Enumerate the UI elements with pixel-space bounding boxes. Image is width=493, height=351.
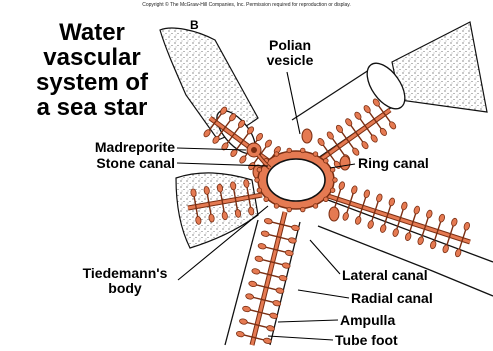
title-line: Water bbox=[3, 20, 181, 45]
ampulla bbox=[454, 248, 461, 257]
leader-lateral-canal bbox=[310, 240, 340, 274]
ampulla bbox=[266, 325, 275, 332]
lateral-canal bbox=[348, 140, 354, 149]
ampulla bbox=[264, 218, 273, 225]
label-ring-canal: Ring canal bbox=[358, 156, 429, 171]
diagram-title: Water vascular system of a sea star bbox=[3, 20, 181, 120]
tiedemanns-body-knob bbox=[287, 207, 292, 212]
lateral-canal bbox=[369, 112, 375, 121]
ampulla bbox=[242, 306, 251, 313]
ampulla bbox=[275, 287, 284, 294]
leader-polian-vesicle bbox=[287, 72, 300, 134]
tiedemanns-body-knob bbox=[264, 197, 269, 202]
label-ampulla: Ampulla bbox=[340, 313, 395, 328]
ampulla bbox=[279, 275, 288, 282]
ampulla bbox=[239, 318, 248, 325]
ampulla bbox=[261, 230, 270, 237]
leader-ampulla bbox=[278, 320, 338, 322]
ampulla bbox=[429, 240, 436, 249]
ampulla bbox=[426, 209, 433, 218]
ampulla bbox=[463, 222, 470, 231]
panel-letter: B bbox=[190, 18, 199, 32]
tiedemanns-body-knob bbox=[313, 152, 318, 157]
label-polian-vesicle: Polian vesicle bbox=[250, 38, 330, 68]
ampulla bbox=[379, 224, 386, 233]
tiedemanns-body-knob bbox=[333, 178, 338, 183]
ampulla bbox=[404, 232, 411, 241]
ampulla bbox=[417, 236, 424, 245]
lateral-canal bbox=[366, 127, 372, 136]
ampulla bbox=[354, 216, 361, 225]
lateral-canal bbox=[384, 114, 390, 123]
ampulla bbox=[367, 220, 374, 229]
ampulla bbox=[282, 262, 291, 269]
ampulla bbox=[236, 331, 245, 338]
tiedemanns-body-knob bbox=[255, 178, 260, 183]
ampulla bbox=[272, 300, 281, 307]
tiedemanns-body-knob bbox=[274, 204, 279, 209]
label-radial-canal: Radial canal bbox=[351, 291, 433, 306]
tiedemanns-body-knob bbox=[330, 188, 335, 193]
tiedemanns-body-knob bbox=[287, 148, 292, 153]
title-line: a sea star bbox=[3, 95, 181, 120]
ampulla bbox=[269, 312, 278, 319]
tiedemanns-body-knob bbox=[313, 204, 318, 209]
lateral-canal bbox=[341, 131, 347, 140]
ampulla bbox=[251, 268, 260, 275]
ampulla bbox=[438, 214, 445, 223]
ampulla bbox=[248, 280, 257, 287]
label-tiedemanns-body: Tiedemann's body bbox=[75, 266, 175, 296]
lateral-canal bbox=[338, 147, 344, 156]
ampulla bbox=[254, 255, 263, 262]
ampulla bbox=[392, 228, 399, 237]
lateral-canal bbox=[350, 125, 356, 134]
label-tube-foot: Tube foot bbox=[335, 333, 398, 348]
copyright-notice: Copyright © The McGraw-Hill Companies, I… bbox=[0, 2, 493, 8]
ampulla bbox=[342, 212, 349, 221]
ampulla bbox=[442, 244, 449, 253]
tiedemanns-body-knob bbox=[257, 167, 262, 172]
lateral-canal bbox=[329, 153, 335, 162]
arm-upper-right bbox=[392, 22, 487, 112]
ampulla bbox=[351, 185, 358, 194]
leader-radial-canal bbox=[298, 290, 349, 298]
ampulla bbox=[338, 181, 345, 190]
tiedemanns-body-knob bbox=[300, 148, 305, 153]
lateral-canal bbox=[378, 105, 384, 114]
label-madreporite: Madreporite bbox=[60, 140, 175, 155]
ampulla bbox=[388, 197, 395, 206]
tiedemanns-body-knob bbox=[324, 158, 329, 163]
tiedemanns-body-knob bbox=[257, 188, 262, 193]
tiedemanns-body-knob bbox=[300, 207, 305, 212]
ampulla bbox=[245, 293, 254, 300]
lateral-canal bbox=[357, 134, 363, 143]
label-lateral-canal: Lateral canal bbox=[342, 268, 428, 283]
ampulla bbox=[376, 193, 383, 202]
ring-canal bbox=[258, 151, 334, 209]
tiedemanns-body-knob bbox=[324, 197, 329, 202]
ampulla bbox=[451, 218, 458, 227]
lateral-canal bbox=[375, 121, 381, 130]
ampulla bbox=[263, 337, 272, 344]
tiedemanns-body-knob bbox=[274, 152, 279, 157]
ampulla bbox=[401, 201, 408, 210]
title-line: system of bbox=[3, 70, 181, 95]
leader-tube-foot bbox=[268, 336, 333, 340]
ampulla bbox=[413, 205, 420, 214]
label-stone-canal: Stone canal bbox=[60, 156, 175, 171]
lateral-canal bbox=[360, 118, 366, 127]
ampulla bbox=[363, 189, 370, 198]
title-line: vascular bbox=[3, 45, 181, 70]
ampulla bbox=[258, 243, 267, 250]
